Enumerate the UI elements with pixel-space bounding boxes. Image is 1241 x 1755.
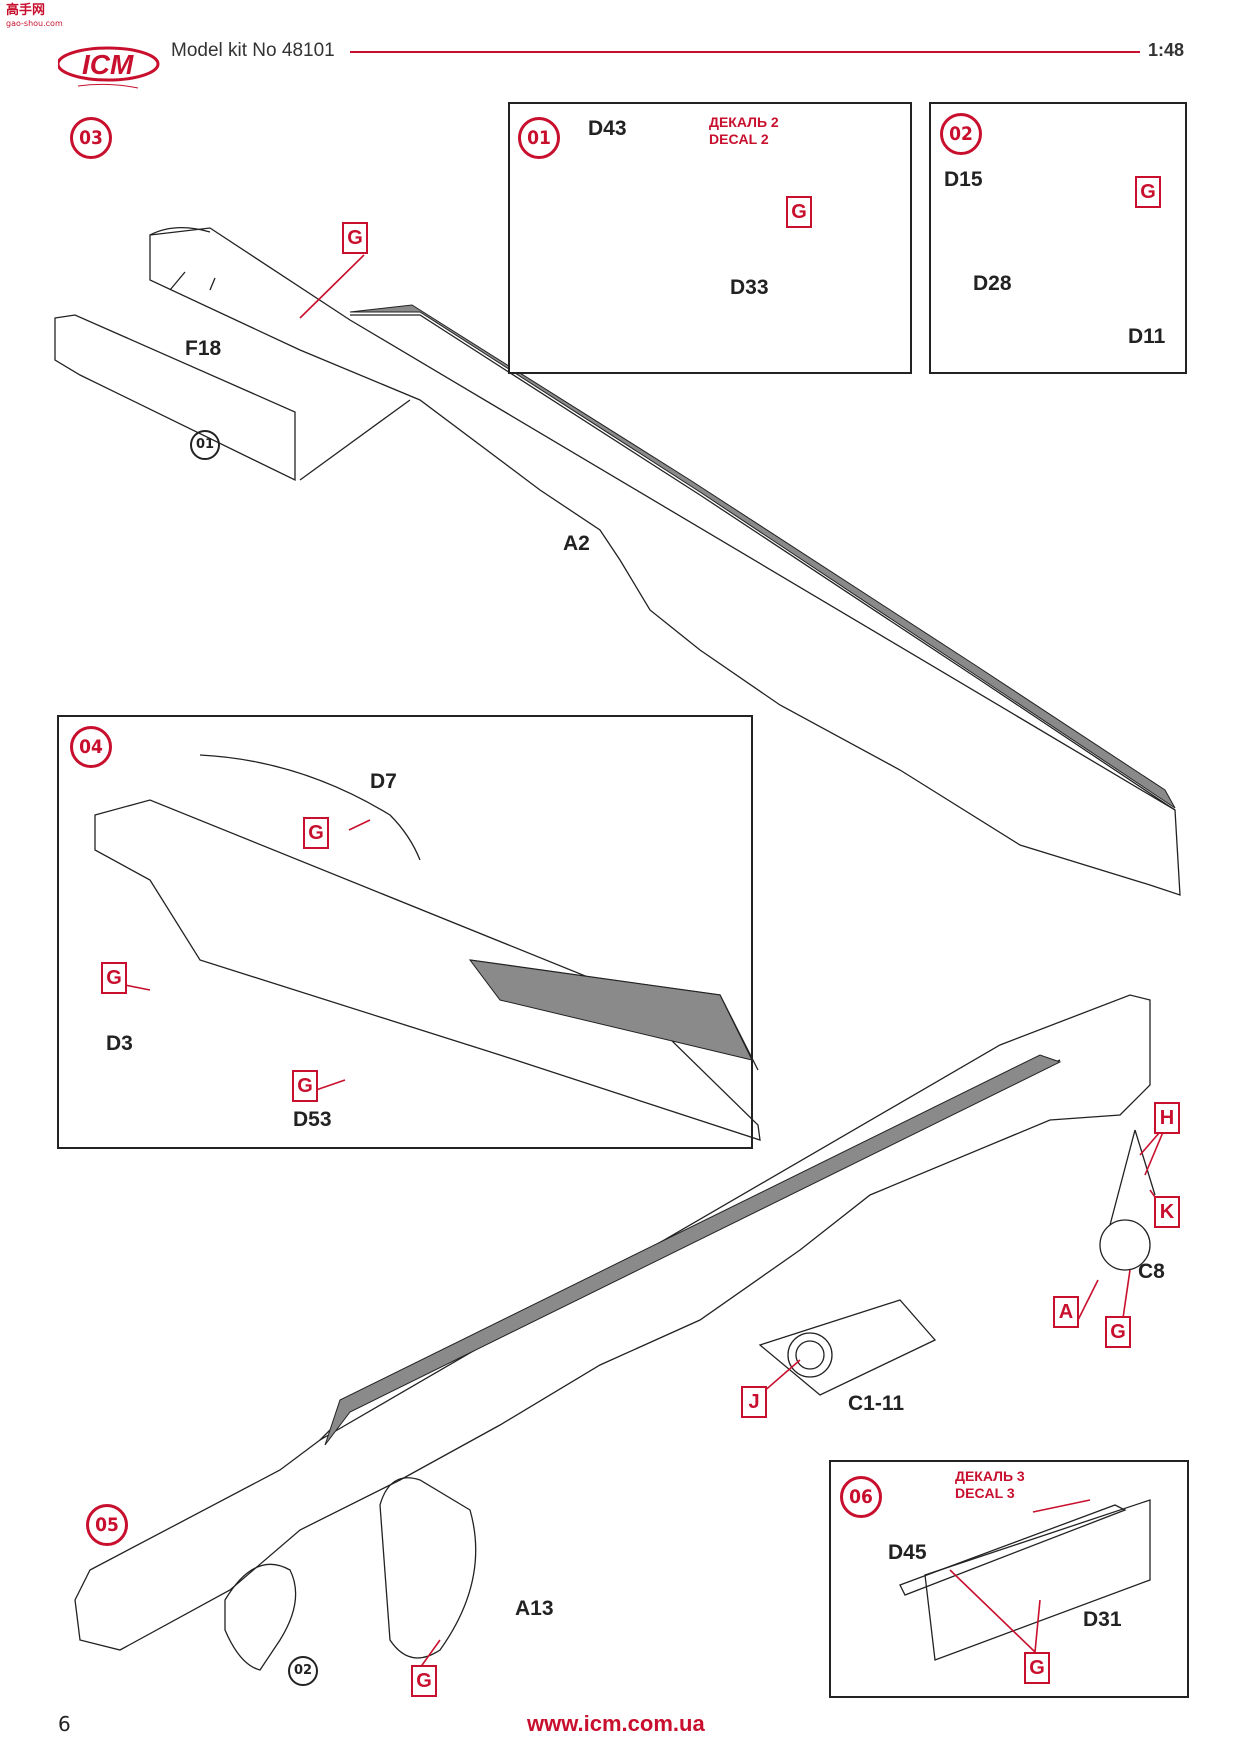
ref-step-02: 02 [288, 1656, 318, 1686]
part-d43: D43 [588, 117, 627, 140]
part-d28: D28 [973, 272, 1012, 295]
part-d11: D11 [1128, 325, 1166, 348]
website-link[interactable]: www.icm.com.ua [527, 1711, 705, 1736]
header-rule [350, 51, 1140, 53]
step-05-badge: 05 [86, 1504, 128, 1546]
paint-callout-g: G [342, 222, 368, 254]
paint-callout-g: G [101, 962, 127, 994]
watermark: 高手网 gao-shou.com [6, 3, 63, 28]
part-f18: F18 [185, 337, 222, 360]
part-d53: D53 [293, 1108, 332, 1131]
paint-callout-h: H [1154, 1102, 1180, 1134]
paint-callout-g: G [303, 817, 329, 849]
part-d33: D33 [730, 276, 769, 299]
paint-callout-g: G [1105, 1316, 1131, 1348]
step-03-badge: 03 [70, 117, 112, 159]
page-number: 6 [58, 1712, 71, 1736]
brand-text: ICM [82, 49, 134, 80]
step-04-panel [57, 715, 753, 1149]
paint-callout-j: J [741, 1386, 767, 1418]
ref-step-01: 01 [190, 430, 220, 460]
paint-callout-g: G [1135, 176, 1161, 208]
paint-callout-g: G [1024, 1652, 1050, 1684]
part-c8: C8 [1138, 1260, 1165, 1283]
paint-callout-g: G [786, 196, 812, 228]
step-01-badge: 01 [518, 117, 560, 159]
step-04-badge: 04 [70, 726, 112, 768]
kit-number: Model kit No 48101 [171, 40, 335, 61]
step-06-panel [829, 1460, 1189, 1698]
part-d3: D3 [106, 1032, 133, 1055]
part-d31: D31 [1083, 1608, 1122, 1631]
scale-label: 1:48 [1148, 40, 1185, 60]
part-d45: D45 [888, 1541, 927, 1564]
part-d7: D7 [370, 770, 397, 793]
paint-callout-g: G [411, 1665, 437, 1697]
step-02-badge: 02 [940, 113, 982, 155]
paint-callout-k: K [1154, 1196, 1180, 1228]
part-a13: A13 [515, 1597, 554, 1620]
paint-callout-a: A [1053, 1296, 1079, 1328]
step-01-panel [508, 102, 912, 374]
part-d15: D15 [944, 168, 983, 191]
part-c1-11: C1-11 [848, 1392, 905, 1415]
part-a2: A2 [563, 532, 590, 555]
step-06-badge: 06 [840, 1476, 882, 1518]
icm-logo: ICM [58, 46, 160, 89]
paint-callout-g: G [292, 1070, 318, 1102]
